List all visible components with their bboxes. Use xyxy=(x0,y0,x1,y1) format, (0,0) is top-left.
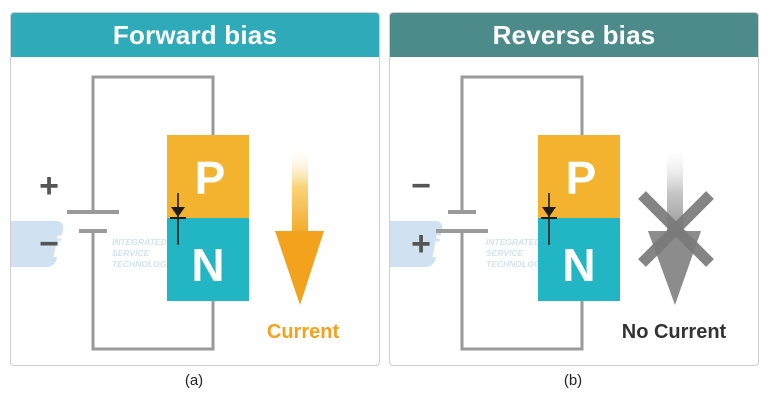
n-region xyxy=(538,218,620,301)
p-region-label: P xyxy=(566,152,597,204)
battery-symbol xyxy=(67,210,119,233)
battery-negative-sign: − xyxy=(39,225,59,263)
watermark-line-2: SERVICE xyxy=(486,248,524,258)
watermark-line-3: TECHNOLOGY xyxy=(486,259,547,269)
p-region xyxy=(538,135,620,218)
n-region xyxy=(167,218,249,301)
battery-positive-sign: + xyxy=(39,167,59,205)
forward-bias-diagram: iST INTEGRATED SERVICE TECHNOLOGY + − P … xyxy=(11,75,340,351)
circuit-wire-bottom xyxy=(91,231,215,351)
forward-bias-panel: Forward bias iST INTEGRATED SERVICE TECH… xyxy=(10,12,380,366)
diode-symbol-icon xyxy=(170,193,186,245)
caption-a: (a) xyxy=(184,372,204,389)
circuit-wire xyxy=(91,75,215,213)
no-current-label: No Current xyxy=(622,321,727,343)
diode-symbol-icon xyxy=(541,193,557,245)
arrow-down-crossed-icon xyxy=(638,145,714,305)
reverse-bias-diagram: iST INTEGRATED SERVICE TECHNOLOGY − + P … xyxy=(390,75,727,351)
n-region-label: N xyxy=(562,239,595,291)
caption-b: (b) xyxy=(563,372,583,389)
battery-negative-sign: − xyxy=(411,167,431,205)
current-label: Current xyxy=(267,321,340,343)
reverse-bias-title: Reverse bias xyxy=(390,13,758,57)
battery-symbol xyxy=(436,210,488,233)
n-region-label: N xyxy=(191,239,224,291)
arrow-down-icon xyxy=(275,145,324,305)
watermark-line-1: INTEGRATED xyxy=(112,237,167,247)
watermark-logo-text: iST xyxy=(432,231,481,264)
watermark-logo-text: iST xyxy=(53,231,102,264)
battery-positive-sign: + xyxy=(411,225,431,263)
circuit-wire-bottom xyxy=(460,231,584,351)
forward-bias-title: Forward bias xyxy=(11,13,379,57)
p-region-label: P xyxy=(195,152,226,204)
watermark-line-2: SERVICE xyxy=(112,248,150,258)
circuit-wire xyxy=(460,75,584,213)
watermark-line-3: TECHNOLOGY xyxy=(112,259,173,269)
watermark-logo: iST INTEGRATED SERVICE TECHNOLOGY xyxy=(390,221,547,269)
reverse-bias-panel: Reverse bias iST INTEGRATED SERVICE TECH… xyxy=(389,12,759,366)
p-region xyxy=(167,135,249,218)
watermark-line-1: INTEGRATED xyxy=(486,237,541,247)
